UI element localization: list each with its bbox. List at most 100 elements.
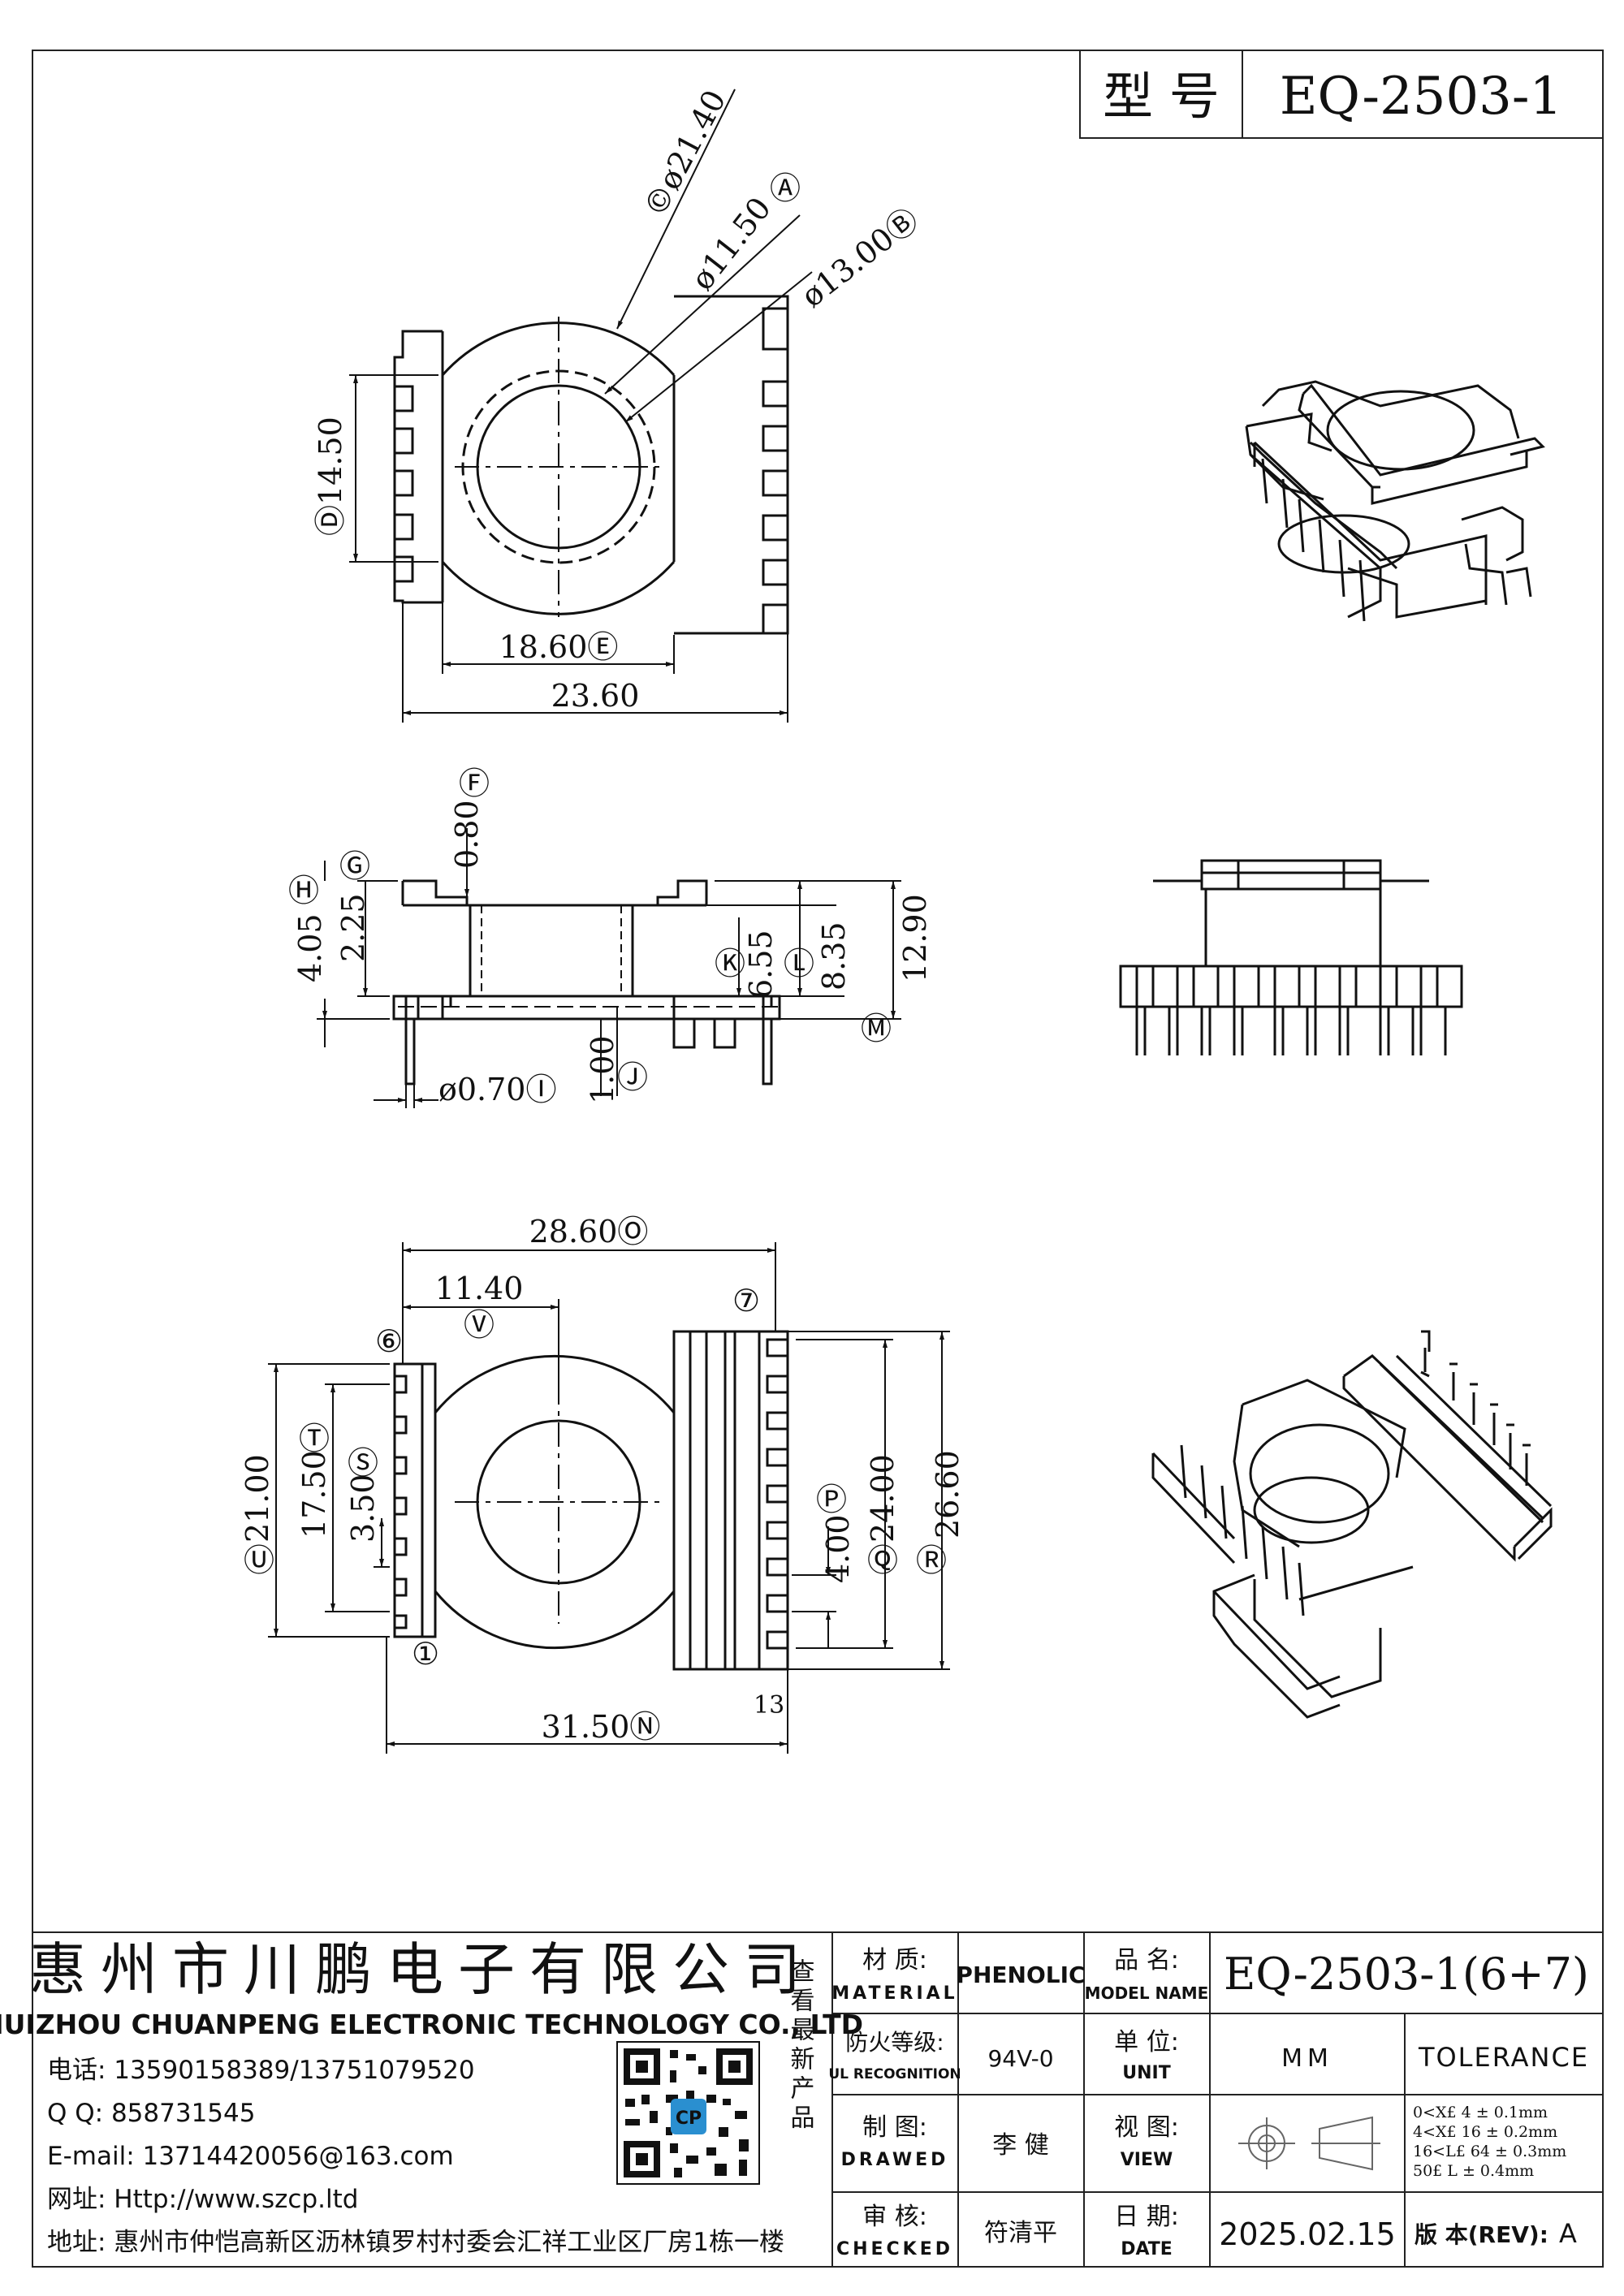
dim-a: ø11.50 <box>684 191 778 297</box>
drawed-value: 李 健 <box>992 2131 1049 2160</box>
dim-m-circle: Ⓜ <box>861 1011 892 1047</box>
date-label-en: DATE <box>1121 2239 1173 2259</box>
dim-f-circle: Ⓕ <box>459 766 490 801</box>
dim-s: 3.50 <box>345 1474 381 1543</box>
bottom-view-dims <box>268 1242 950 1754</box>
pin-13: 13 <box>754 1691 784 1720</box>
title-block <box>32 1931 1603 2267</box>
model-value: EQ-2503-1 <box>1280 67 1562 127</box>
rev-value: A <box>1559 2218 1577 2249</box>
iso-view-1 <box>1245 380 1545 622</box>
rev-label: 版 本(REV): <box>1415 2221 1548 2248</box>
drawed-label-en: DRAWED <box>841 2150 949 2170</box>
pin-1: ① <box>412 1636 439 1672</box>
unit-label-cn: 单 位: <box>1114 2028 1179 2056</box>
unit-label-en: UNIT <box>1122 2063 1170 2083</box>
checked-value: 符清平 <box>984 2219 1057 2247</box>
company-address: 地址: 惠州市仲恺高新区沥林镇罗村村委会汇祥工业区厂房1栋一楼 <box>47 2228 784 2257</box>
material-label-cn: 材 质: <box>862 1946 927 1974</box>
dim-t: 17.50 <box>296 1450 332 1539</box>
top-view <box>393 295 789 635</box>
side-view-labels: Ⓕ 0.80 Ⓖ 2.25 Ⓗ 4.05 Ⓚ 6.55 Ⓛ 8.35 Ⓜ 12.… <box>288 766 933 1107</box>
tolerance-label: TOLERANCE <box>1418 2042 1589 2073</box>
view-label-cn: 视 图: <box>1114 2113 1179 2142</box>
qr-code: CP <box>616 2041 760 2185</box>
dim-j: 1.00 <box>585 1035 620 1104</box>
pin-6: ⑥ <box>375 1323 403 1359</box>
dim-p-circle: Ⓟ <box>816 1482 847 1517</box>
tolerance-row-4: 50£ L ± 0.4mm <box>1413 2162 1534 2180</box>
dim-g: 2.25 <box>335 893 371 962</box>
model-name-label-en: MODEL NAME <box>1085 1983 1209 2003</box>
dim-v: 11.40 <box>435 1271 524 1306</box>
model-box: 型 号 EQ-2503-1 <box>1079 50 1604 139</box>
qr-note: 查看最新产品 <box>786 1958 815 2134</box>
company-email: E-mail: 13714420056@163.com <box>47 2142 454 2171</box>
dim-t-circle: Ⓣ <box>299 1421 330 1457</box>
model-name-value: EQ-2503-1(6+7) <box>1224 1949 1589 2000</box>
company-info: 惠州市川鹏电子有限公司 HUIZHOU CHUANPENG ELECTRONIC… <box>0 1936 863 2257</box>
material-value: PHENOLIC <box>956 1962 1085 1988</box>
dim-j-circle: Ⓙ <box>617 1060 648 1095</box>
dim-v-circle: Ⓥ <box>464 1307 495 1343</box>
ul-value: 94V-0 <box>987 2045 1053 2072</box>
dim-q: 24.00 <box>865 1454 901 1543</box>
company-tel: 电话: 13590158389/13751079520 <box>47 2056 475 2085</box>
front-view <box>1119 859 1463 1055</box>
dim-o: 28.60Ⓞ <box>529 1214 649 1249</box>
bottom-view-labels: 28.60Ⓞ 11.40 Ⓥ ⑥ ⑦ ① 13 Ⓣ 17.50 Ⓢ 3.50 Ⓤ… <box>240 1214 965 1745</box>
dim-p: 4.00 <box>820 1514 856 1583</box>
dim-width: 23.60 <box>551 678 640 714</box>
dim-r: 26.60 <box>930 1450 965 1539</box>
dim-s-circle: Ⓢ <box>348 1445 378 1481</box>
company-name-cn: 惠州市川鹏电子有限公司 <box>29 1936 815 2003</box>
dim-e: 18.60Ⓔ <box>499 629 619 665</box>
bottom-view <box>393 1330 789 1671</box>
dim-m: 12.90 <box>897 894 933 982</box>
dim-k: 6.55 <box>743 930 779 999</box>
side-view-dims <box>317 828 901 1108</box>
date-value: 2025.02.15 <box>1219 2216 1396 2252</box>
dim-h: 4.05 <box>292 913 328 982</box>
dim-a-circle: Ⓐ <box>770 170 801 206</box>
drawed-label-cn: 制 图: <box>862 2113 927 2142</box>
ul-label-cn: 防火等级: <box>845 2029 944 2056</box>
model-name-label-cn: 品 名: <box>1114 1946 1179 1974</box>
dim-r-circle: Ⓡ <box>916 1543 947 1578</box>
dim-k-circle: Ⓚ <box>715 946 745 982</box>
qr-logo: CP <box>676 2108 702 2129</box>
tolerance-row-3: 16<L£ 64 ± 0.3mm <box>1413 2143 1566 2160</box>
dim-c: ©ø21.40 <box>637 84 733 222</box>
dim-q-circle: Ⓠ <box>867 1543 898 1578</box>
tolerance-row-2: 4<X£ 16 ± 0.2mm <box>1413 2123 1557 2141</box>
company-name-en: HUIZHOU CHUANPENG ELECTRONIC TECHNOLOGY … <box>0 2009 863 2040</box>
date-label-cn: 日 期: <box>1114 2203 1179 2231</box>
title-block-cells: 材 质: MATERIAL PHENOLIC 品 名: MODEL NAME E… <box>828 1946 1589 2259</box>
projection-symbol-icon <box>1238 2116 1380 2171</box>
dim-b: ø13.00Ⓑ <box>794 201 925 314</box>
dim-g-circle: Ⓖ <box>339 848 370 884</box>
dim-l-circle: Ⓛ <box>784 946 814 982</box>
view-label-en: VIEW <box>1121 2150 1173 2170</box>
model-label: 型 号 <box>1103 67 1220 126</box>
pin-7: ⑦ <box>732 1283 760 1318</box>
dim-h-circle: Ⓗ <box>288 873 319 908</box>
iso-view-2 <box>1151 1330 1553 1719</box>
company-web: 网址: Http://www.szcp.ltd <box>47 2185 358 2214</box>
dim-n: 31.50Ⓝ <box>542 1709 661 1745</box>
dim-l: 8.35 <box>816 921 852 990</box>
material-label-en: MATERIAL <box>831 1983 957 2004</box>
dim-u-circle: Ⓤ <box>244 1543 274 1578</box>
ul-label-en: UL RECOGNITION <box>828 2066 961 2082</box>
checked-label-cn: 审 核: <box>862 2203 927 2231</box>
unit-value: MM <box>1281 2044 1333 2073</box>
top-view-labels: ©ø21.40 Ⓐ ø11.50 ø13.00Ⓑ Ⓓ14.50 18.60Ⓔ 2… <box>313 84 925 714</box>
company-qq: Q Q: 858731545 <box>47 2099 255 2128</box>
dim-d: Ⓓ14.50 <box>313 416 348 536</box>
checked-label-en: CHECKED <box>836 2239 953 2259</box>
dim-f: 0.80 <box>449 800 485 869</box>
tolerance-row-1: 0<X£ 4 ± 0.1mm <box>1413 2104 1548 2121</box>
top-view-dims <box>349 88 813 723</box>
dim-u: 21.00 <box>240 1454 275 1543</box>
